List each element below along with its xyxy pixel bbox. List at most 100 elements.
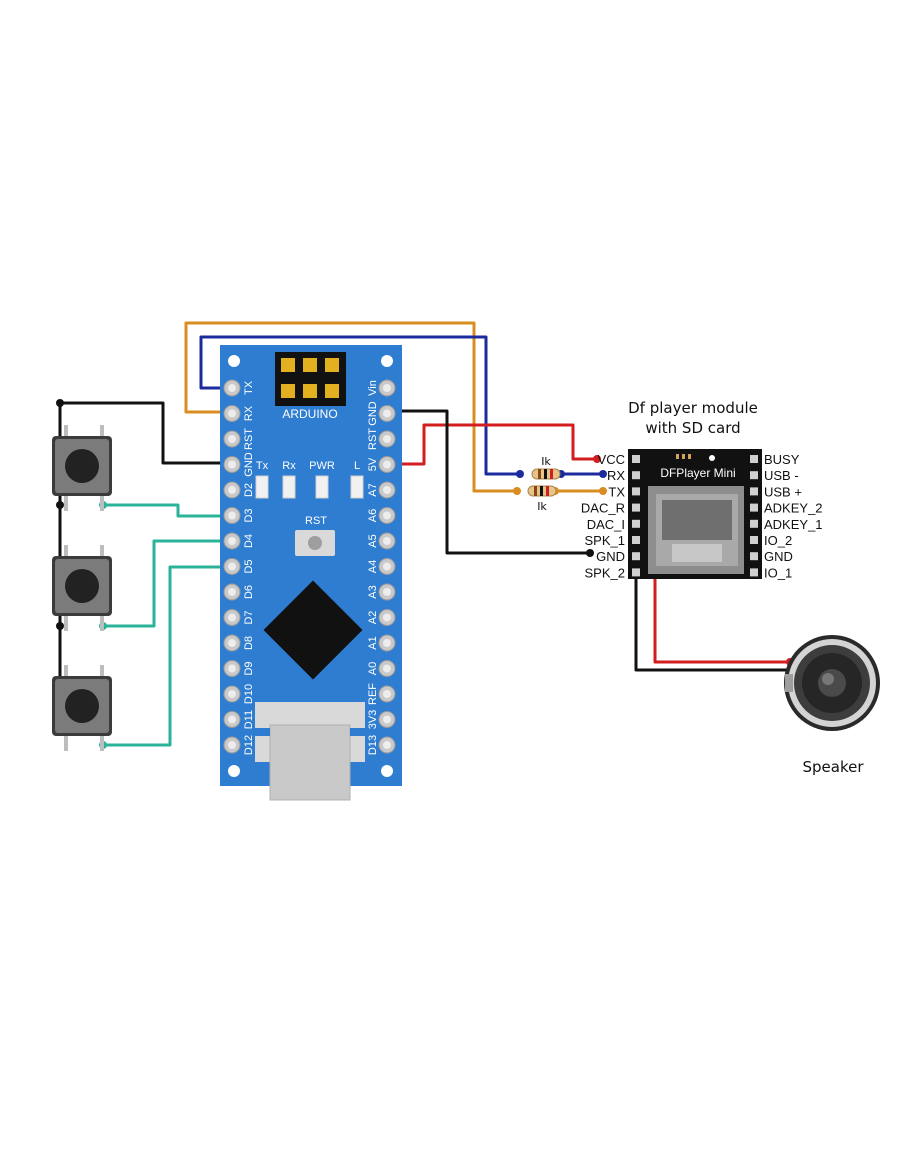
wire-dot <box>599 470 607 478</box>
df-pin-pad <box>632 455 640 463</box>
nano-pin-hole <box>228 562 236 571</box>
df-right-pin-label-7: IO_1 <box>764 565 792 580</box>
mount-hole <box>228 355 240 367</box>
wire-dot <box>586 549 594 557</box>
led-label-1: Rx <box>282 460 296 472</box>
df-right-pin-label-6: GND <box>764 549 793 564</box>
nano-pin-hole <box>383 588 391 596</box>
nano-pin-hole <box>383 639 391 647</box>
wire-gnd-black <box>387 409 590 555</box>
df-pin-pad <box>750 503 758 512</box>
led-0 <box>255 475 269 499</box>
nano-left-pin-label-8: D6 <box>243 585 255 599</box>
nano-pin-hole <box>228 664 236 673</box>
df-pin-pad <box>632 487 640 496</box>
df-left-pin-label-5: SPK_1 <box>585 533 625 548</box>
nano-left-pin-label-7: D5 <box>243 559 255 573</box>
nano-left-pin-label-6: D4 <box>243 534 255 548</box>
dfplayer-title-2: with SD card <box>645 419 740 437</box>
nano-pin-hole <box>228 588 236 596</box>
wire-rx-orange <box>184 321 517 493</box>
nano-left-pin-label-0: TX <box>243 380 255 395</box>
nano-pin-hole <box>228 741 236 749</box>
nano-right-pin-label-14: D13 <box>367 735 379 755</box>
nano-pin-hole <box>228 435 236 443</box>
nano-pin-hole <box>383 741 391 749</box>
nano-pin-hole <box>228 486 236 494</box>
mount-hole <box>381 355 393 367</box>
push-button-3 <box>52 665 112 751</box>
df-pin-pad <box>632 503 640 512</box>
led-2 <box>315 475 329 499</box>
nano-pin-hole <box>383 613 391 622</box>
reset-label: RST <box>305 515 327 527</box>
nano-right-pin-label-3: 5V <box>367 457 379 471</box>
dfplayer-title-1: Df player module <box>628 399 758 417</box>
wire-spk2-black <box>634 569 792 672</box>
wire-dot <box>599 487 607 495</box>
speaker: Speaker <box>784 635 880 776</box>
dfplayer-module: Df player module with SD card DFPlayer M… <box>581 399 823 580</box>
nano-pin-hole <box>228 537 236 545</box>
wires <box>58 321 792 747</box>
nano-pin-hole <box>383 486 391 494</box>
nano-left-pin-label-1: RX <box>243 405 255 421</box>
df-left-pin-label-6: GND <box>596 549 625 564</box>
wire-d5-teal <box>103 565 232 747</box>
nano-right-pin-label-1: GND <box>367 401 379 426</box>
nano-pin-hole <box>228 384 236 392</box>
wire-dot <box>56 501 64 509</box>
nano-pin-hole <box>383 460 391 469</box>
push-button-2 <box>52 545 112 631</box>
df-pin-pad <box>632 552 640 561</box>
df-right-pin-label-3: ADKEY_2 <box>764 501 823 516</box>
wire-dot <box>56 399 64 407</box>
df-pin-pad <box>750 568 758 577</box>
mount-hole <box>381 765 393 777</box>
resistor-1-label: Ik <box>541 455 551 468</box>
nano-left-pin-label-12: D10 <box>243 684 255 704</box>
df-pin-pad <box>632 568 640 577</box>
nano-pin-hole <box>383 435 391 443</box>
nano-right-pin-label-11: A0 <box>367 662 379 675</box>
nano-pin-hole <box>383 664 391 673</box>
resistor-1: Ik <box>531 455 561 480</box>
wire-dot <box>593 455 601 463</box>
nano-pin-hole <box>228 460 236 469</box>
df-pin-pad <box>632 471 640 480</box>
led-label-2: PWR <box>309 460 335 472</box>
wire-dot <box>56 622 64 630</box>
led-label-3: L <box>354 460 360 472</box>
led-1 <box>282 475 296 499</box>
nano-left-pin-label-2: RST <box>243 428 255 450</box>
df-pin-pad <box>750 552 758 561</box>
nano-right-pin-label-5: A6 <box>367 509 379 522</box>
arduino-brand: ARDUINO <box>282 407 337 421</box>
mcu-chip <box>263 580 363 680</box>
nano-right-pin-label-7: A4 <box>367 560 379 573</box>
nano-left-pin-label-5: D3 <box>243 508 255 522</box>
df-right-pin-label-5: IO_2 <box>764 533 792 548</box>
nano-pin-hole <box>228 409 236 418</box>
nano-pin-hole <box>228 690 236 698</box>
df-left-pin-label-4: DAC_I <box>587 517 625 532</box>
resistor-2: Ik <box>527 485 557 513</box>
nano-pin-hole <box>228 715 236 724</box>
led-3 <box>350 475 364 499</box>
wire-dot <box>516 470 524 478</box>
nano-right-pin-label-2: RST <box>367 428 379 450</box>
usb-connector <box>255 702 365 801</box>
df-left-pin-label-7: SPK_2 <box>585 565 625 580</box>
nano-pin-hole <box>383 562 391 571</box>
nano-left-pin-label-11: D9 <box>243 661 255 675</box>
nano-right-pin-label-0: Vin <box>367 380 379 396</box>
df-right-pin-label-4: ADKEY_1 <box>764 517 823 532</box>
df-right-pin-label-1: USB - <box>764 468 799 483</box>
nano-right-pin-label-9: A2 <box>367 611 379 624</box>
